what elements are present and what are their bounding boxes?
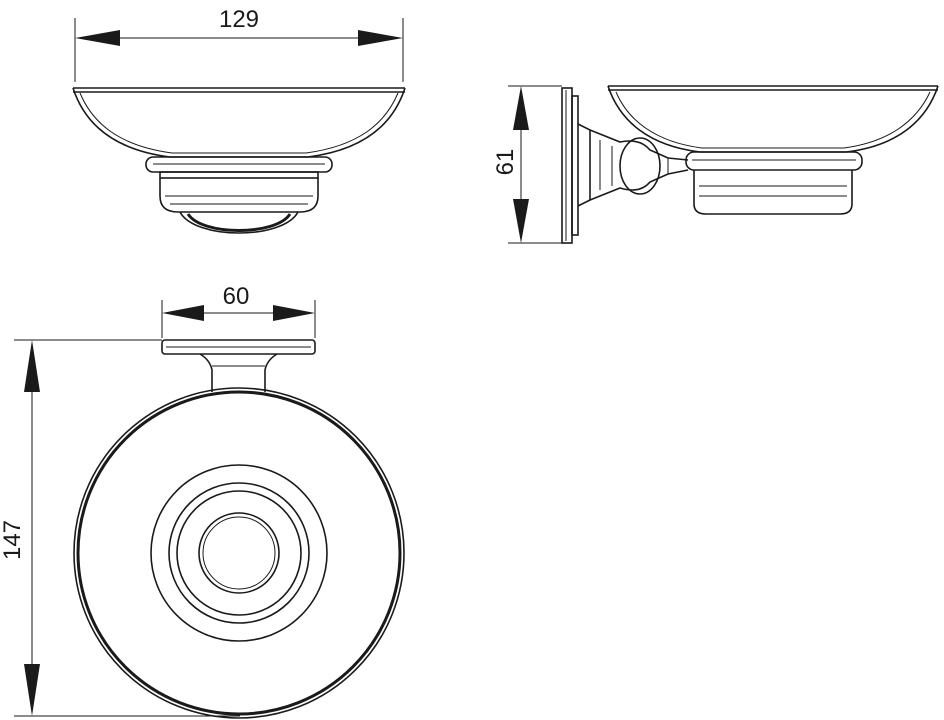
arm-side: [589, 129, 689, 201]
wall-plate-top: [161, 339, 316, 392]
dimension-label-61: 61: [492, 149, 519, 176]
arrow-left: [162, 305, 204, 321]
arrow-right: [358, 30, 403, 46]
bowl-side: [607, 85, 939, 153]
dimension-side-height: 61: [492, 85, 562, 244]
arrow-right: [273, 305, 315, 321]
bowl-front: [72, 87, 406, 158]
ring-holder-side: [685, 151, 863, 215]
dimension-label-147: 147: [0, 520, 26, 560]
dimension-label-129: 129: [219, 6, 259, 33]
dimension-label-60: 60: [223, 283, 250, 310]
dimension-top-width: 60: [161, 283, 316, 338]
arrow-up: [24, 340, 40, 392]
top-view: 60 147: [0, 283, 405, 719]
dimension-front-width: 129: [74, 6, 404, 82]
front-view: 129: [72, 6, 406, 234]
dimension-top-height: 147: [0, 339, 240, 717]
ring-holder-front: [145, 156, 333, 213]
wall-plate-side: [561, 87, 591, 244]
arrow-up: [513, 86, 529, 130]
arrow-left: [75, 30, 120, 46]
bowl-top: [73, 387, 405, 719]
side-view: 61: [492, 85, 939, 244]
arrow-down: [24, 664, 40, 716]
mount-front: [179, 211, 299, 234]
arrow-down: [513, 199, 529, 243]
